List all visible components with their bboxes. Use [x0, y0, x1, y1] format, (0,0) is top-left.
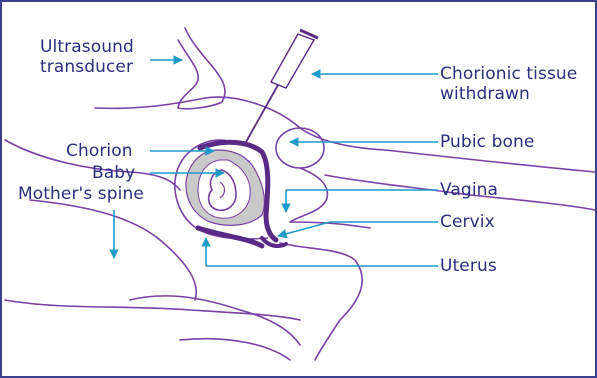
leg-outline [280, 243, 362, 360]
uterus-pointer [206, 238, 438, 266]
spine-curve-3 [180, 339, 290, 360]
label-ultrasound-transducer-line1: Ultrasound [40, 37, 134, 57]
vagina-pointer [286, 190, 438, 212]
label-ultrasound-transducer: Ultrasound transducer [40, 37, 134, 77]
label-chorion: Chorion [66, 141, 133, 161]
buttock-outline [5, 300, 300, 320]
label-chorionic-tissue-line2: withdrawn [440, 84, 577, 104]
label-vagina: Vagina [440, 180, 498, 200]
vaginal-canal-lower [290, 222, 370, 228]
label-chorionic-tissue-line1: Chorionic tissue [440, 64, 577, 84]
label-pubic-bone: Pubic bone [440, 132, 534, 152]
label-baby: Baby [92, 163, 135, 183]
label-chorionic-tissue: Chorionic tissue withdrawn [440, 64, 577, 104]
uterine-wall-lower [198, 228, 262, 246]
spine-curve-2 [130, 296, 300, 345]
pubic-bone-shape [276, 128, 324, 168]
label-ultrasound-transducer-line2: transducer [40, 57, 134, 77]
label-cervix: Cervix [440, 212, 495, 232]
label-mothers-spine: Mother's spine [18, 184, 144, 204]
perineum-outline [290, 168, 327, 222]
label-uterus: Uterus [440, 256, 497, 276]
cervix-pointer [278, 222, 438, 236]
syringe [246, 30, 318, 142]
spine-curve-1 [30, 200, 196, 300]
